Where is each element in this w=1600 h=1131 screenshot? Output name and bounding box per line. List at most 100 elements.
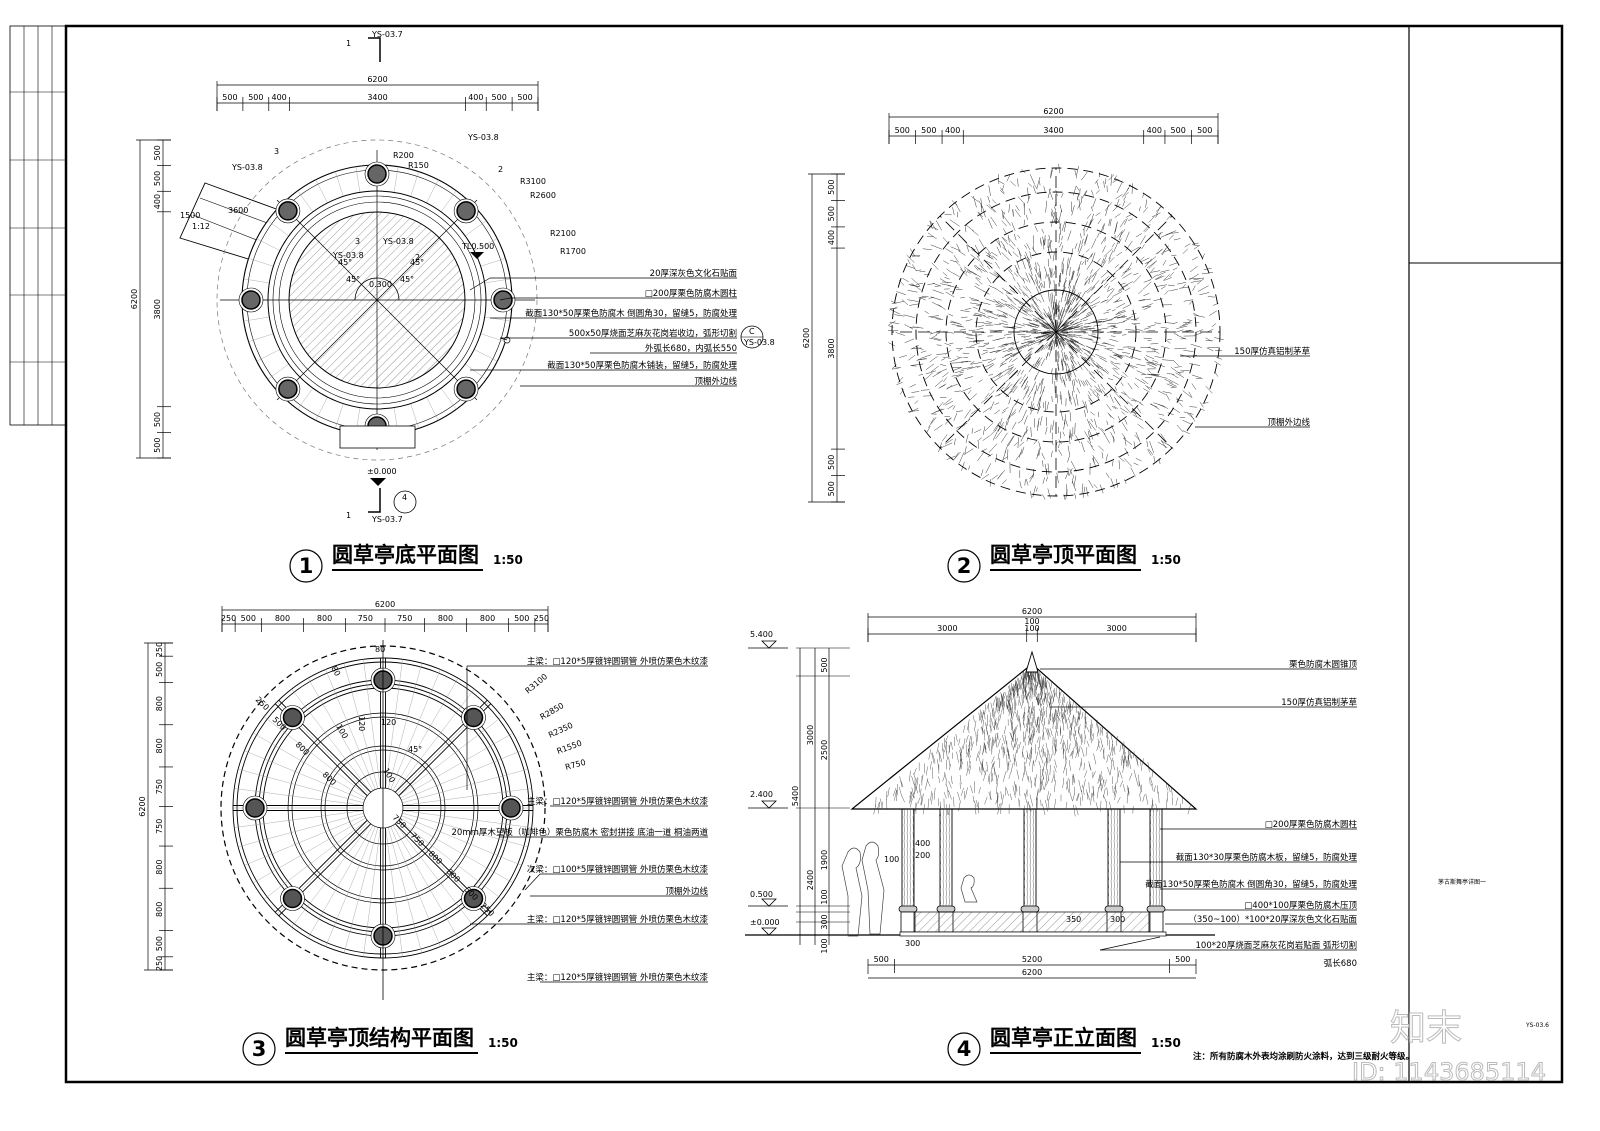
- thatch-stroke: [1042, 325, 1051, 330]
- thatch-stroke: [913, 786, 916, 799]
- thatch-stroke: [1122, 187, 1130, 198]
- rafter-line: [401, 750, 522, 801]
- thatch-stroke: [1012, 386, 1018, 394]
- thatch-stroke: [1073, 278, 1078, 289]
- thatch-stroke: [1113, 354, 1124, 358]
- thatch-stroke: [1125, 316, 1133, 320]
- thatch-stroke: [1027, 195, 1031, 204]
- thatch-stroke: [1069, 267, 1071, 276]
- thatch-stroke: [1048, 188, 1054, 200]
- thatch-stroke: [1030, 341, 1035, 343]
- paving-joint: [440, 388, 457, 410]
- thatch-stroke: [1015, 784, 1018, 791]
- thatch-stroke: [1047, 330, 1054, 332]
- annotation: 3: [274, 147, 279, 156]
- thatch-stroke: [943, 792, 947, 799]
- thatch-stroke: [1064, 292, 1068, 302]
- thatch-stroke: [974, 244, 980, 254]
- thatch-stroke: [1061, 739, 1064, 750]
- thatch-stroke: [942, 372, 949, 378]
- thatch-stroke: [1081, 441, 1085, 453]
- thatch-stroke: [954, 452, 959, 460]
- thatch-stroke: [1163, 274, 1170, 281]
- thatch-stroke: [1022, 277, 1025, 284]
- thatch-stroke: [1108, 755, 1112, 762]
- thatch-stroke: [1064, 360, 1067, 365]
- thatch-stroke: [1193, 312, 1200, 317]
- thatch-stroke: [977, 325, 984, 328]
- thatch-stroke: [1138, 774, 1140, 787]
- thatch-stroke: [937, 759, 940, 771]
- thatch-stroke: [1161, 440, 1171, 447]
- dimension-value: 800: [275, 614, 290, 623]
- thatch-stroke: [1169, 288, 1178, 292]
- thatch-stroke: [1107, 348, 1114, 350]
- drawing-number: 4: [957, 1037, 972, 1061]
- thatch-stroke: [1046, 791, 1049, 801]
- thatch-stroke: [1061, 305, 1066, 316]
- thatch-stroke: [1071, 296, 1076, 306]
- thatch-stroke: [985, 463, 992, 474]
- thatch-stroke: [999, 387, 1005, 391]
- thatch-stroke: [1071, 314, 1077, 319]
- thatch-stroke: [998, 180, 1005, 185]
- thatch-stroke: [1012, 351, 1020, 357]
- thatch-stroke: [1142, 794, 1145, 802]
- thatch-stroke: [1082, 380, 1086, 386]
- thatch-stroke: [1143, 279, 1151, 283]
- thatch-stroke: [1166, 339, 1171, 344]
- thatch-stroke: [1053, 295, 1056, 307]
- thatch-stroke: [1014, 272, 1019, 278]
- thatch-stroke: [966, 768, 969, 776]
- thatch-stroke: [1007, 364, 1014, 368]
- thatch-stroke: [997, 749, 1000, 760]
- roof-ring-line: [915, 191, 1197, 473]
- thatch-stroke: [1131, 398, 1142, 404]
- thatch-stroke: [1193, 314, 1205, 318]
- thatch-stroke: [1011, 327, 1017, 329]
- annotation: 2: [415, 253, 420, 262]
- thatch-stroke: [1037, 396, 1041, 407]
- rafter-line: [343, 663, 379, 789]
- thatch-stroke: [1036, 736, 1040, 743]
- thatch-stroke: [1140, 346, 1151, 349]
- thatch-stroke: [995, 774, 998, 786]
- thatch-stroke: [992, 255, 998, 261]
- thatch-stroke: [1084, 431, 1090, 440]
- thatch-stroke: [1061, 360, 1063, 366]
- roof-ridge-line: [1055, 331, 1173, 449]
- thatch-stroke: [1011, 222, 1016, 231]
- thatch-stroke: [1051, 368, 1053, 374]
- thatch-stroke: [1028, 722, 1031, 734]
- thatch-stroke: [1021, 446, 1025, 455]
- thatch-stroke: [1136, 364, 1146, 367]
- annotation: YS-03.8: [743, 338, 775, 347]
- thatch-stroke: [1053, 338, 1056, 350]
- thatch-stroke: [1121, 422, 1128, 432]
- thatch-stroke: [1076, 747, 1079, 757]
- thatch-stroke: [1042, 748, 1045, 757]
- thatch-stroke: [977, 437, 983, 442]
- thatch-stroke: [978, 787, 981, 794]
- thatch-stroke: [925, 370, 936, 375]
- thatch-stroke: [1099, 778, 1102, 789]
- thatch-stroke: [993, 298, 1000, 304]
- thatch-stroke: [1184, 243, 1191, 248]
- dimension-total: 6200: [1022, 607, 1042, 616]
- thatch-stroke: [930, 365, 939, 373]
- thatch-stroke: [1052, 321, 1056, 330]
- column: [1107, 807, 1121, 909]
- thatch-stroke: [1067, 712, 1071, 721]
- thatch-stroke: [1066, 369, 1071, 380]
- thatch-stroke: [1047, 314, 1050, 320]
- thatch-stroke: [1008, 435, 1015, 446]
- thatch-stroke: [1192, 285, 1196, 292]
- thatch-stroke: [1127, 382, 1133, 390]
- thatch-stroke: [901, 299, 909, 306]
- paving-joint: [480, 258, 506, 267]
- thatch-stroke: [909, 770, 911, 782]
- thatch-stroke: [893, 366, 902, 368]
- thatch-stroke: [922, 248, 932, 250]
- thatch-stroke: [1032, 317, 1039, 322]
- thatch-stroke: [1096, 741, 1100, 751]
